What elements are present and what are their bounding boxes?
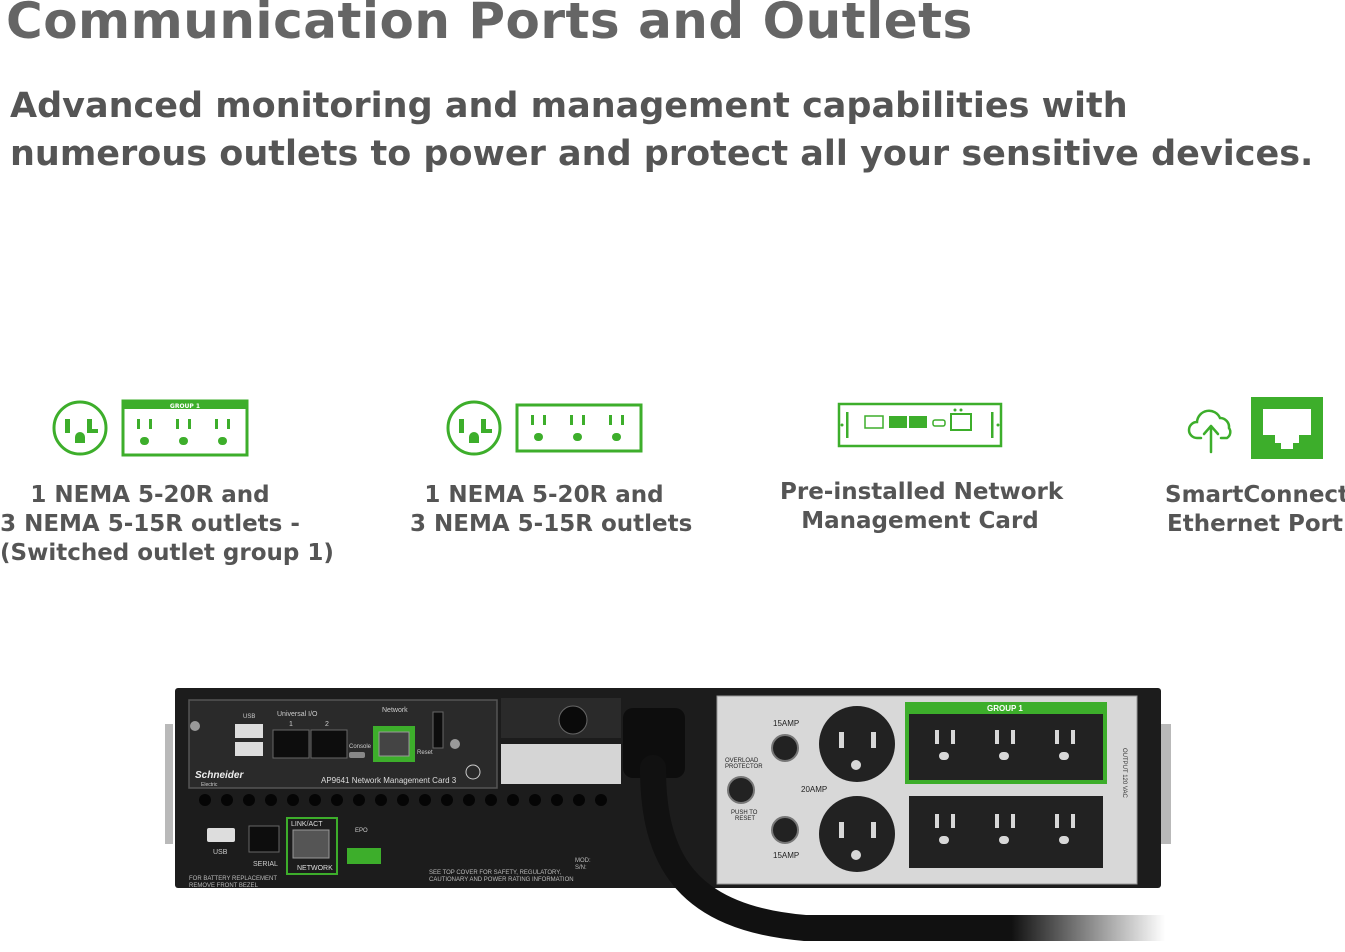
- brand-sub-label: Electric: [201, 782, 218, 788]
- feature-caption: 1 NEMA 5-20R and 3 NEMA 5-15R outlets: [410, 481, 693, 539]
- sn-label: S/N:: [575, 865, 587, 871]
- caption-line: Ethernet Port: [1167, 511, 1343, 537]
- group-1-label: GROUP 1: [987, 704, 1023, 713]
- ups-rear-panel-image: Universal I/O USB 1 2 Network Console Re…: [165, 688, 1178, 941]
- subtitle-line-1: Advanced monitoring and management capab…: [10, 86, 1128, 126]
- overload-label: PROTECTOR: [725, 764, 763, 770]
- io-port-2-label: 2: [325, 721, 329, 728]
- io-port-1-label: 1: [289, 721, 293, 728]
- epo-label: EPO: [355, 828, 368, 834]
- feature-smartconnect: SmartConnect Ethernet Port: [1165, 393, 1345, 539]
- outlet-strip-icon: [515, 403, 643, 453]
- feature-caption: 1 NEMA 5-20R and 3 NEMA 5-15R outlets - …: [0, 481, 334, 568]
- link-act-label: LINK/ACT: [291, 821, 323, 828]
- nema-5-20r-outlet-icon: [446, 400, 502, 456]
- feature-switched-outlets: GROUP 1 1 NEMA 5-20R and 3 NEMA 5-15R ou…: [0, 393, 334, 568]
- battery-note-line: FOR BATTERY REPLACEMENT: [189, 876, 277, 882]
- caption-line: Management Card: [801, 508, 1039, 534]
- output-rating-label: OUTPUT 120 VAC: [1121, 748, 1127, 798]
- serial-label: SERIAL: [253, 861, 278, 868]
- push-reset-label: RESET: [735, 816, 755, 822]
- usb-top-label: USB: [243, 714, 255, 720]
- nema-5-20r-outlet-icon: [52, 400, 108, 456]
- caption-line: 1 NEMA 5-20R and: [30, 482, 270, 508]
- caption-line: 3 NEMA 5-15R outlets -: [0, 511, 300, 537]
- breaker-bottom-label: 15AMP: [773, 851, 799, 860]
- caption-line: (Switched outlet group 1): [0, 540, 334, 566]
- breaker-top-label: 15AMP: [773, 719, 799, 728]
- network-management-card-icon: [837, 402, 1003, 448]
- universal-io-label: Universal I/O: [277, 711, 318, 718]
- battery-note-line: REMOVE FRONT BEZEL: [189, 883, 259, 889]
- feature-network-card: Pre-installed Network Management Card: [780, 390, 1064, 536]
- caption-line: 1 NEMA 5-20R and: [424, 482, 664, 508]
- feature-caption: Pre-installed Network Management Card: [780, 478, 1064, 536]
- overload-label: OVERLOAD: [725, 758, 759, 764]
- cloud-upload-icon: [1187, 409, 1232, 454]
- card-label: AP9641 Network Management Card 3: [321, 776, 457, 785]
- breaker-mid-label: 20AMP: [801, 785, 827, 794]
- push-reset-label: PUSH TO: [731, 810, 758, 816]
- safety-note-line: SEE TOP COVER FOR SAFETY, REGULATORY,: [429, 870, 561, 876]
- usb-label: USB: [213, 849, 228, 856]
- network-port-label: NETWORK: [297, 865, 333, 872]
- page-subtitle: Advanced monitoring and management capab…: [10, 82, 1330, 178]
- console-label: Console: [349, 744, 372, 750]
- ethernet-port-icon: [1251, 397, 1323, 459]
- network-label: Network: [382, 707, 408, 714]
- safety-note-line: CAUTIONARY AND POWER RATING INFORMATION: [429, 877, 574, 883]
- outlet-strip-group-1-icon: GROUP 1: [121, 399, 249, 457]
- caption-line: SmartConnect: [1165, 482, 1345, 508]
- brand-label: Schneider: [195, 770, 244, 781]
- page-title: Communication Ports and Outlets: [6, 0, 973, 50]
- caption-line: Pre-installed Network: [780, 479, 1064, 505]
- mod-label: MOD:: [575, 858, 591, 864]
- feature-caption: SmartConnect Ethernet Port: [1165, 481, 1345, 539]
- caption-line: 3 NEMA 5-15R outlets: [410, 511, 693, 537]
- subtitle-line-2: numerous outlets to power and protect al…: [10, 134, 1314, 174]
- icon-group-label: GROUP 1: [170, 403, 200, 410]
- feature-outlets: 1 NEMA 5-20R and 3 NEMA 5-15R outlets: [410, 393, 693, 539]
- reset-label: Reset: [417, 750, 433, 756]
